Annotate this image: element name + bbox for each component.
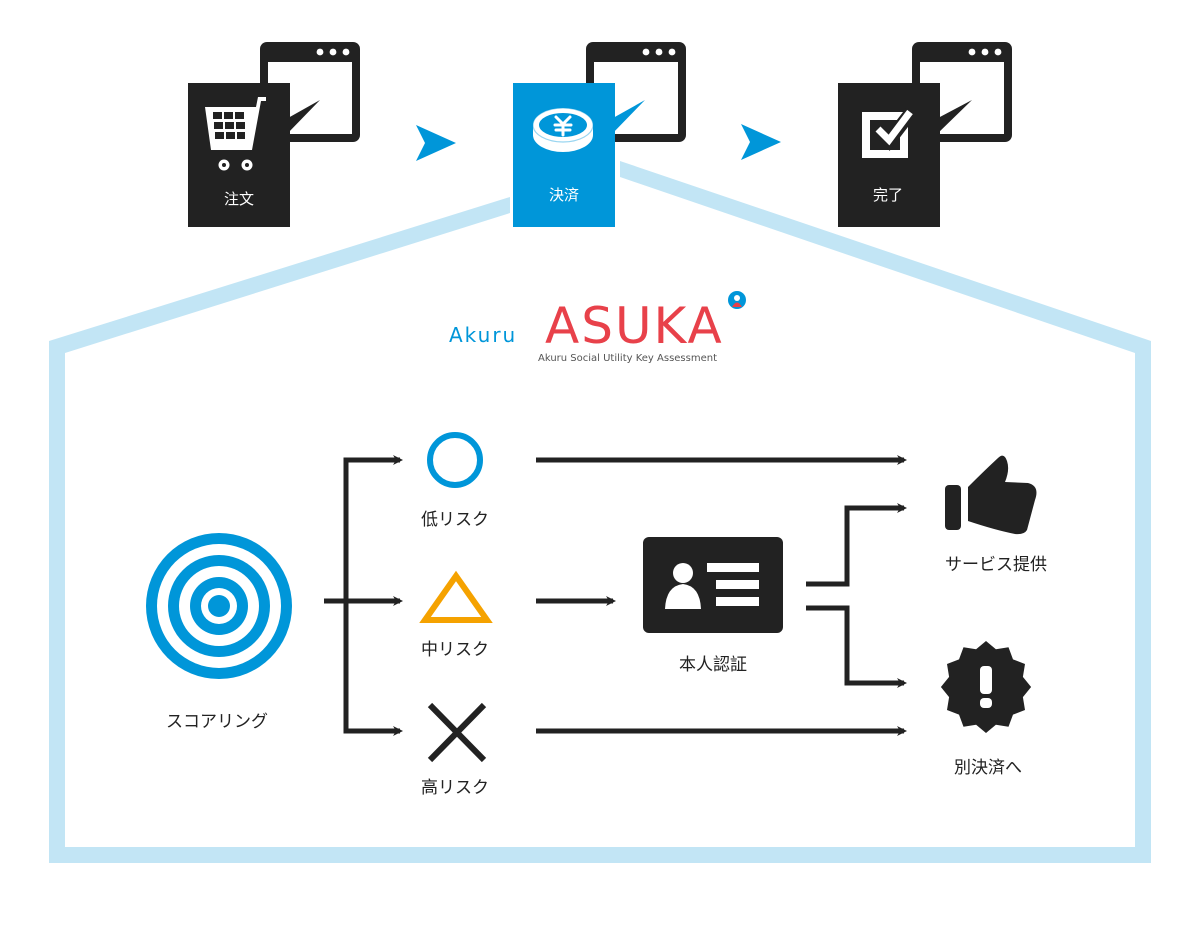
- logo-tagline: Akuru Social Utility Key Assessment: [538, 353, 717, 364]
- outcome-label-alternate: 別決済へ: [954, 758, 1022, 778]
- cross-icon: [427, 702, 487, 763]
- circle-icon: [427, 432, 483, 488]
- asuka-logo: Akuru ASUKA Akuru Social Utility Key Ass…: [449, 291, 746, 364]
- step-arrow-icon: [741, 124, 781, 160]
- logo-name: ASUKA: [545, 297, 724, 355]
- triangle-icon: [419, 570, 493, 623]
- branch-connectors: [324, 455, 403, 736]
- risk-label-mid: 中リスク: [421, 640, 489, 660]
- step-label: 決済: [549, 186, 579, 204]
- risk-label-high: 高リスク: [421, 778, 489, 798]
- scoring-label: スコアリング: [166, 712, 268, 732]
- logo-prefix: Akuru: [449, 323, 517, 347]
- step-complete: 完了: [838, 42, 1012, 227]
- step-arrow-icon: [416, 125, 456, 161]
- shopping-cart-icon: [205, 97, 266, 171]
- outcome-label-service: サービス提供: [945, 555, 1047, 575]
- step-card: [513, 83, 615, 227]
- yen-coin-icon: [532, 107, 594, 152]
- risk-label-low: 低リスク: [421, 510, 489, 530]
- verification-label: 本人認証: [679, 655, 747, 675]
- thumbs-up-icon: [945, 455, 1037, 535]
- target-icon: [146, 533, 292, 679]
- outcome-connectors: [536, 455, 907, 736]
- step-order: 注文: [188, 42, 360, 227]
- person-badge-icon: [728, 291, 746, 309]
- id-card-icon: [643, 537, 783, 633]
- step-payment: 決済: [513, 42, 686, 227]
- alert-badge-icon: [940, 641, 1032, 733]
- checkbox-check-icon: [862, 107, 918, 158]
- step-label: 完了: [873, 186, 903, 204]
- step-label: 注文: [224, 190, 254, 208]
